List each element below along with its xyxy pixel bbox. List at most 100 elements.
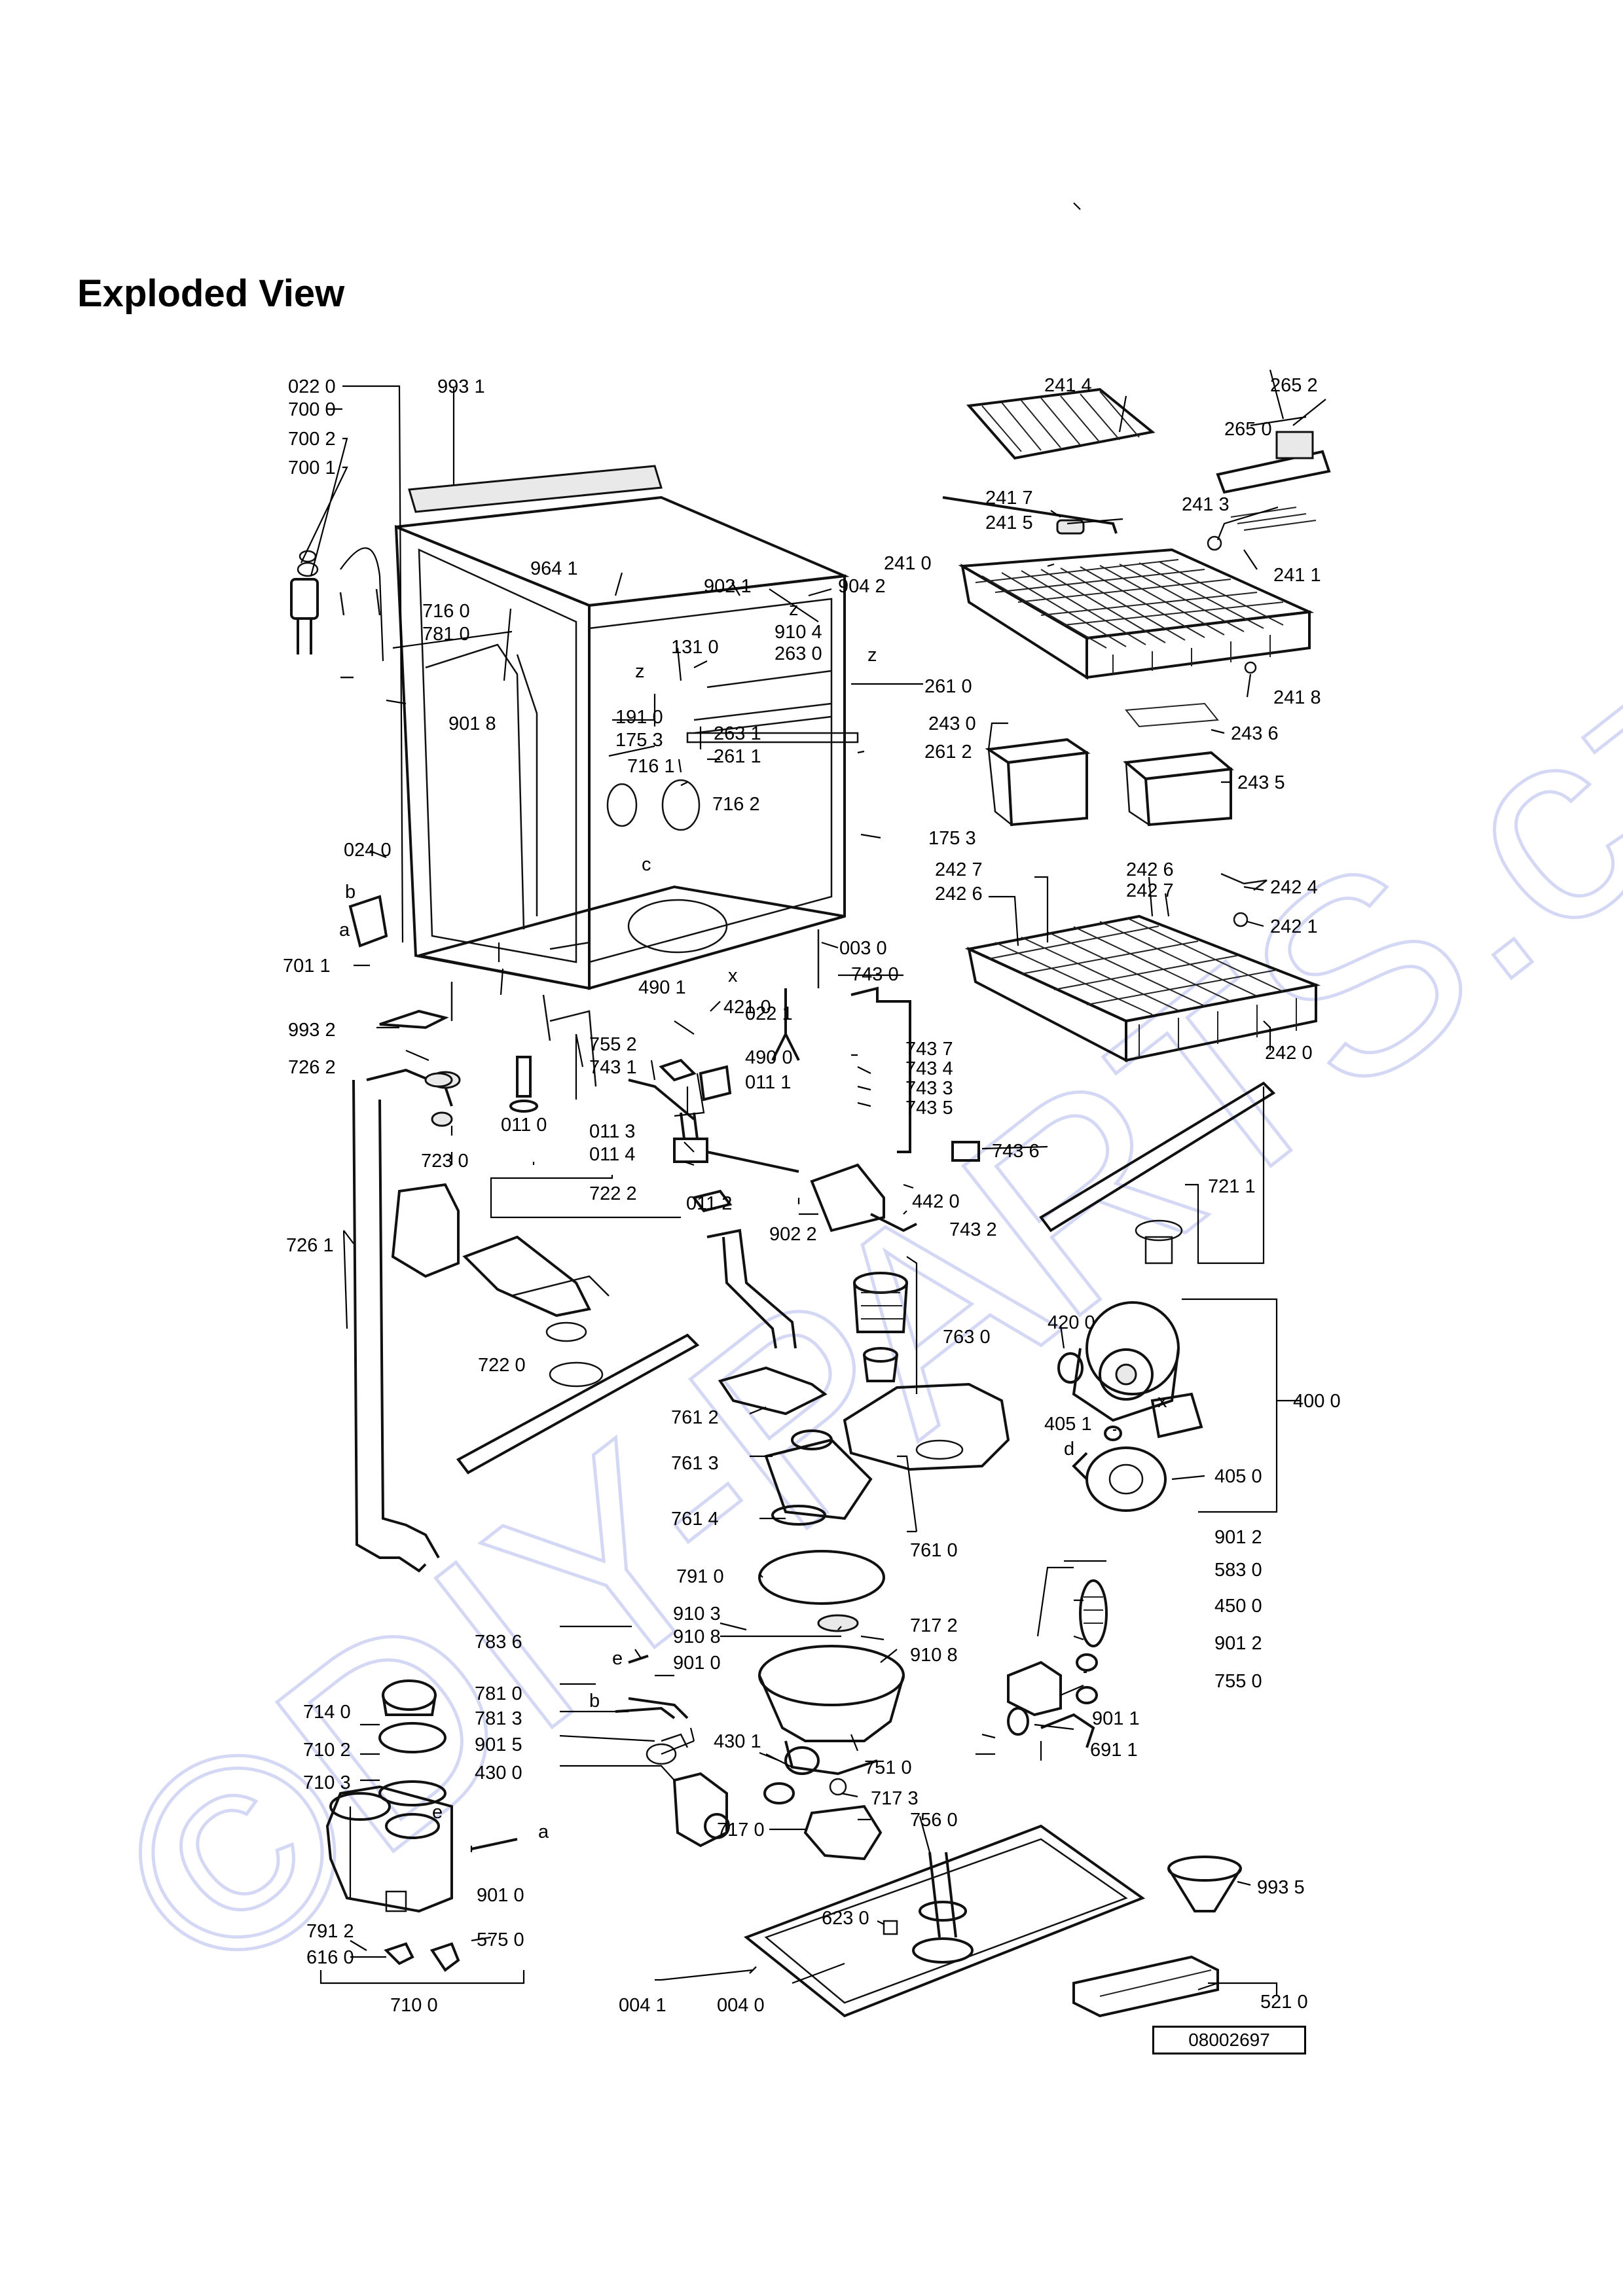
- part-label: 726 1: [286, 1235, 334, 1256]
- part-label: 575 0: [477, 1929, 524, 1950]
- part-label: 243 5: [1237, 772, 1285, 793]
- part-label: 265 2: [1270, 375, 1318, 396]
- watermark: ©DIY-PARTS.cz: [64, 582, 1623, 2036]
- part-label: 265 0: [1224, 419, 1272, 440]
- part-label: 755 0: [1214, 1671, 1262, 1692]
- drain-pump: [646, 1743, 730, 1848]
- valve-rod: [471, 1838, 518, 1850]
- part-label: 241 3: [1182, 494, 1230, 515]
- foot-plate: [691, 1189, 733, 1213]
- hose-fitting: [615, 1706, 676, 1719]
- hose-connector: [290, 550, 381, 679]
- part-label: 743 2: [949, 1219, 997, 1240]
- part-label: 783 6: [475, 1632, 522, 1653]
- base-tray: [744, 1824, 1146, 2018]
- cutlery-basket-left: [985, 738, 1091, 827]
- part-label: 700 1: [288, 457, 336, 478]
- lower-basket: [964, 914, 1321, 1063]
- part-label: 910 8: [910, 1645, 958, 1666]
- part-label: 761 0: [910, 1540, 958, 1561]
- part-label: 175 3: [928, 828, 976, 849]
- part-label: 716 1: [627, 756, 675, 777]
- part-label: 490 1: [638, 977, 686, 998]
- part-label: 721 1: [1208, 1176, 1256, 1197]
- letter-mark: z: [635, 661, 645, 682]
- letter-mark: x: [728, 965, 738, 986]
- part-label: 910 3: [673, 1604, 721, 1624]
- part-label: 993 1: [437, 376, 485, 397]
- part-label: 691 1: [1090, 1740, 1138, 1761]
- filter-opening: [915, 1439, 964, 1460]
- hose-line: [340, 547, 384, 662]
- switch-part: [659, 1058, 697, 1082]
- clip-part: [1056, 519, 1085, 535]
- flat-filter: [843, 1382, 1010, 1471]
- part-label: 761 4: [671, 1509, 719, 1530]
- heating-element-assembly: [1007, 1579, 1108, 1748]
- part-label: 700 0: [288, 399, 336, 420]
- part-label: 761 2: [671, 1407, 719, 1428]
- part-label: 743 4: [905, 1058, 953, 1079]
- part-label: 242 6: [1126, 859, 1174, 880]
- part-label: 430 1: [714, 1731, 761, 1752]
- part-label: 263 0: [775, 643, 822, 664]
- knob-part: [1207, 535, 1222, 551]
- part-label: 490 0: [745, 1047, 793, 1068]
- part-label: 710 2: [303, 1740, 351, 1761]
- part-label: 743 0: [851, 964, 899, 985]
- part-label: 616 0: [306, 1947, 354, 1968]
- water-softener: [325, 1679, 453, 1913]
- part-label: 623 0: [822, 1908, 869, 1929]
- part-label: 003 0: [839, 938, 887, 959]
- leg-block: [673, 1138, 708, 1163]
- door-hinge: [771, 988, 800, 1061]
- part-label: 901 5: [475, 1734, 522, 1755]
- part-label: 722 0: [478, 1355, 526, 1376]
- spray-arm-support: [462, 1235, 610, 1318]
- part-label: 717 3: [871, 1788, 919, 1809]
- kick-panel: [1072, 1955, 1219, 2018]
- part-label: 131 0: [671, 637, 719, 658]
- part-label: 700 2: [288, 429, 336, 450]
- part-label: 781 3: [475, 1708, 522, 1729]
- part-label: 242 4: [1270, 877, 1318, 898]
- bracket-part: [379, 1009, 449, 1030]
- part-label: 261 1: [714, 746, 761, 767]
- part-label: 964 1: [530, 558, 578, 579]
- part-label: 450 0: [1214, 1596, 1262, 1617]
- part-label: 904 2: [838, 576, 886, 597]
- letter-mark: x: [1158, 1391, 1167, 1412]
- part-label: 743 7: [905, 1039, 953, 1060]
- part-label: 430 0: [475, 1763, 522, 1784]
- part-label: 723 0: [421, 1151, 469, 1172]
- part-label: 791 2: [306, 1921, 354, 1942]
- plug-valve: [384, 1942, 414, 1965]
- clamp: [661, 1733, 689, 1748]
- letter-mark: a: [538, 1821, 549, 1842]
- letter-mark: b: [345, 882, 356, 903]
- hinge-part: [348, 895, 388, 948]
- part-label: 261 0: [924, 676, 972, 697]
- part-label: 751 0: [864, 1757, 912, 1778]
- flow-meter: [810, 1163, 885, 1232]
- part-label: 243 0: [928, 713, 976, 734]
- part-label: 521 0: [1260, 1992, 1308, 2013]
- supply-pipe: [706, 1229, 797, 1349]
- part-label: 263 1: [714, 723, 761, 744]
- part-label: 405 1: [1044, 1414, 1092, 1435]
- funnel-part: [1167, 1856, 1242, 1912]
- part-label: 242 0: [1265, 1043, 1313, 1064]
- part-label: 901 8: [448, 713, 496, 734]
- drawing-number-box: 08002697: [1152, 2026, 1306, 2054]
- part-label: 755 2: [589, 1034, 637, 1055]
- part-label: 011 0: [501, 1115, 547, 1136]
- leg-rod: [706, 1151, 799, 1173]
- part-label: 743 5: [905, 1098, 953, 1119]
- impeller-cup: [718, 1366, 873, 1526]
- part-label: 901 2: [1214, 1527, 1262, 1548]
- letter-mark: z: [789, 599, 799, 620]
- part-label: 011 4: [589, 1144, 635, 1165]
- vent-grille: [951, 1141, 980, 1162]
- part-label: 241 7: [985, 488, 1033, 509]
